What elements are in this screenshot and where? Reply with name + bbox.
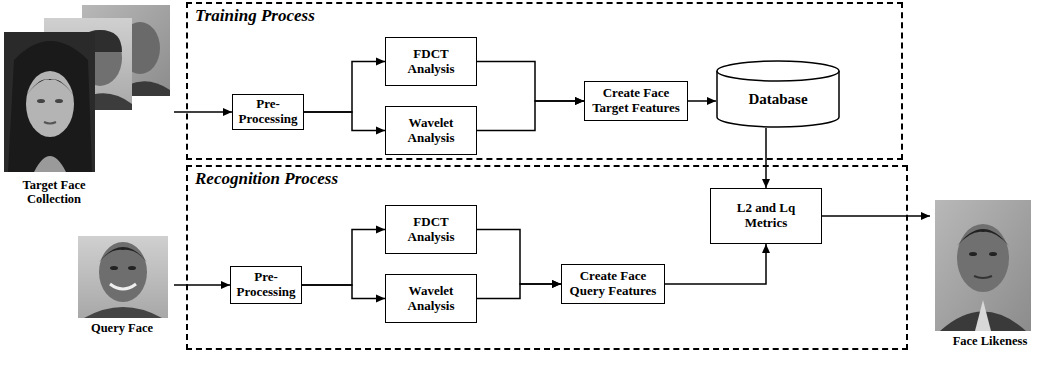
arrow-head [575, 97, 584, 105]
likeness-photo [935, 200, 1031, 331]
image-caption: Face Likeness [930, 334, 1050, 348]
face-image: Target Face Collection [0, 3, 174, 209]
box-label: Wavelet Analysis [400, 284, 462, 314]
connector-line [822, 215, 930, 217]
arrow-connector [174, 281, 230, 289]
connector-line [477, 101, 584, 131]
process-box: Pre-Processing [230, 266, 302, 304]
box-label: FDCT Analysis [400, 47, 462, 77]
arrow-head [221, 281, 230, 289]
process-box: Wavelet Analysis [385, 106, 477, 155]
process-region: Recognition Process L2 and Lq MetricsPre-… [186, 165, 908, 350]
arrow-connector [302, 285, 385, 303]
connector-line [304, 62, 385, 113]
arrow-head [376, 58, 385, 66]
process-box: Create Face Target Features [584, 81, 688, 121]
process-region: Training ProcessPre-Processing FDCT Analy… [186, 2, 903, 160]
connector-line [304, 112, 385, 131]
face-image: Face Likeness [930, 196, 1050, 354]
process-box: FDCT Analysis [385, 205, 477, 254]
box-label: Pre-Processing [237, 97, 299, 127]
image-caption: Query Face [70, 321, 174, 335]
arrow-connector [304, 112, 385, 135]
box-label: L2 and Lq Metrics [728, 201, 804, 231]
box-label: FDCT Analysis [400, 215, 462, 245]
connector-line [665, 244, 766, 284]
arrow-connector [477, 62, 584, 106]
arrow-head [552, 280, 561, 288]
arrow-head [552, 280, 561, 288]
arrow-connector [304, 58, 385, 113]
arrow-head [223, 108, 232, 116]
box-label: Wavelet Analysis [400, 116, 462, 146]
arrow-head [921, 212, 930, 220]
arrow-connector [822, 212, 930, 220]
arrow-connector [477, 230, 561, 289]
box-label: Create Face Target Features [589, 86, 683, 116]
arrow-connector [477, 97, 584, 131]
arrow-head [376, 295, 385, 303]
connector-line [477, 62, 584, 102]
connector-line [477, 230, 561, 285]
process-box: Wavelet Analysis [385, 274, 477, 323]
cylinder-top [717, 61, 839, 81]
process-box: Create Face Query Features [561, 264, 665, 304]
box-label: Pre-Processing [235, 270, 297, 300]
arrow-connector [762, 128, 770, 188]
arrow-head [376, 127, 385, 135]
arrow-connector [174, 108, 232, 116]
box-label: Create Face Query Features [566, 269, 660, 299]
arrow-head [762, 244, 770, 253]
region-heading: Recognition Process [195, 169, 338, 189]
process-box: Pre-Processing [232, 94, 304, 130]
image-caption: Target Face Collection [0, 178, 108, 207]
connector-line [302, 285, 385, 299]
process-box: FDCT Analysis [385, 37, 477, 86]
connector-line [302, 230, 385, 286]
face-image: Query Face [70, 233, 174, 341]
region-heading: Training Process [195, 6, 315, 26]
arrow-head [376, 226, 385, 234]
arrow-connector [688, 97, 716, 105]
database-label: Database [748, 91, 807, 108]
target-photo [4, 32, 95, 172]
arrow-connector [302, 226, 385, 286]
database-cylinder: Database [716, 60, 840, 128]
process-box: L2 and Lq Metrics [710, 188, 822, 244]
arrow-head [575, 97, 584, 105]
arrow-connector [477, 280, 561, 299]
arrow-connector [665, 244, 770, 284]
connector-line [477, 284, 561, 299]
arrow-head [707, 97, 716, 105]
arrow-head [762, 179, 770, 188]
query-photo [78, 236, 168, 318]
